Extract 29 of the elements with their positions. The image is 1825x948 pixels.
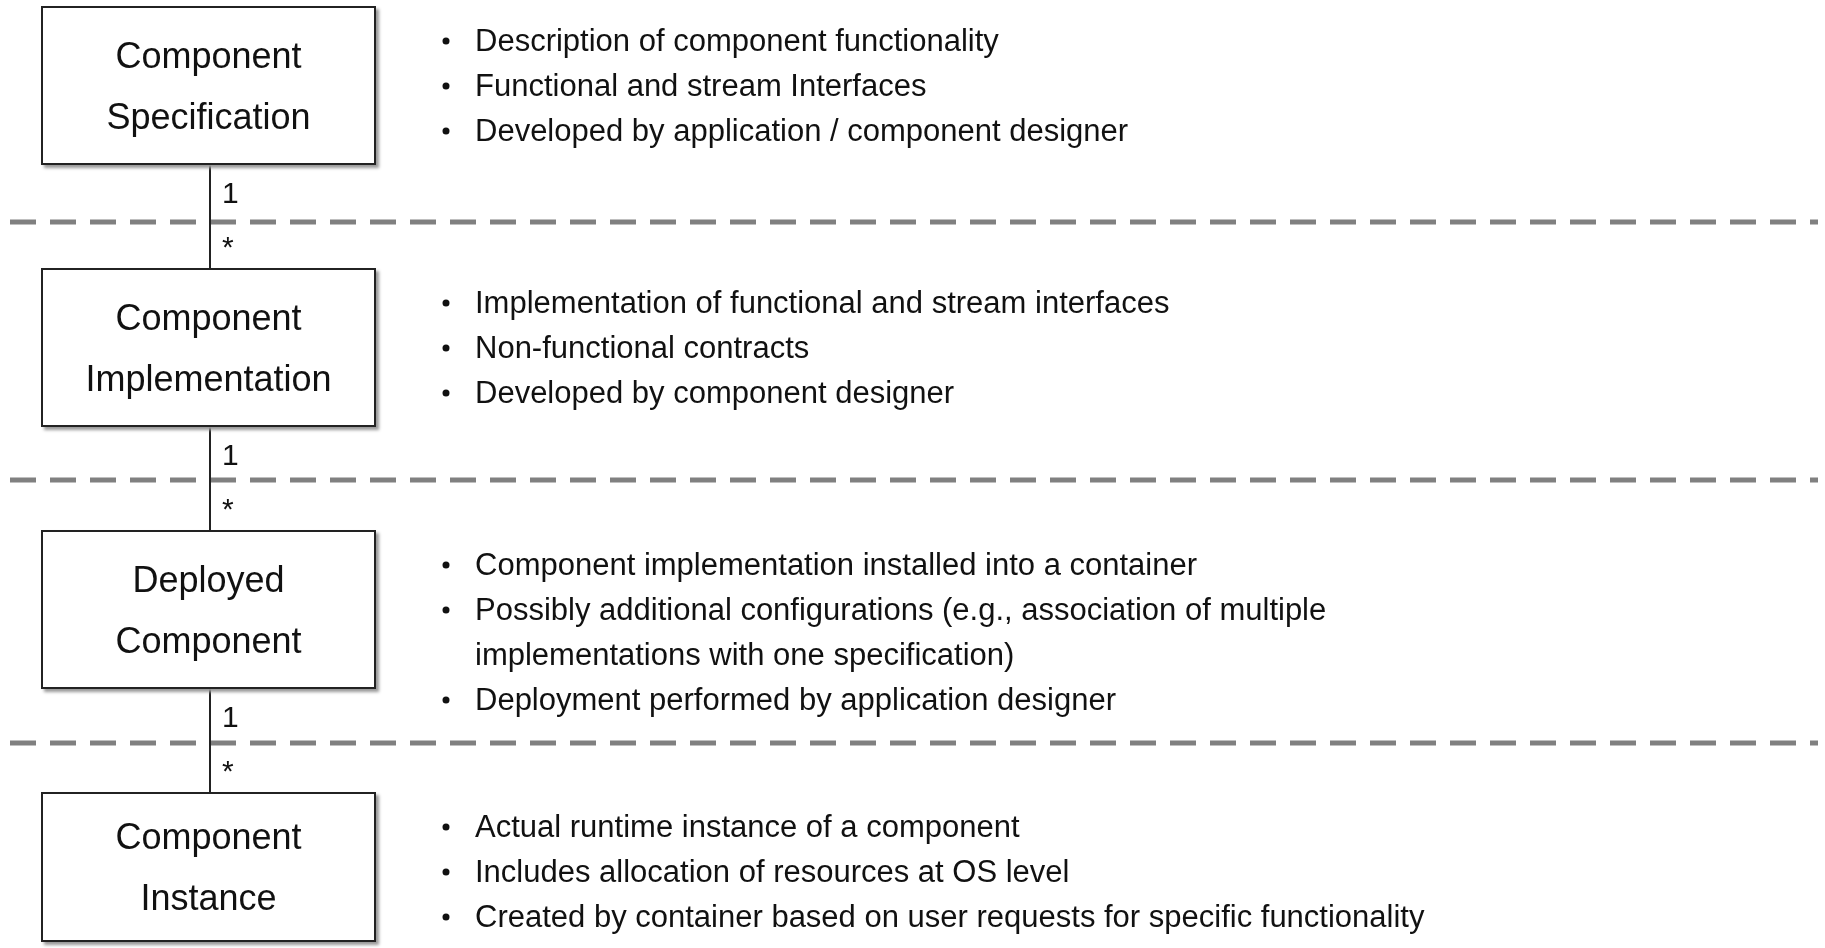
bullet-text: Functional and stream Interfaces — [442, 63, 1502, 108]
component-box — [41, 530, 376, 689]
bullet-text: Implementation of functional and stream interfaces — [442, 280, 1502, 325]
bullet-text: Deployment performed by application designer — [442, 677, 1502, 722]
bullet-text: Actual runtime instance of a component — [442, 804, 1502, 849]
bullet-text: Includes allocation of resources at OS level — [442, 849, 1502, 894]
bullet-text: Created by container based on user requests for specific functionality — [442, 894, 1502, 939]
component-box — [41, 6, 376, 165]
bullet-text: Description of component functionality — [442, 18, 1502, 63]
association-line — [209, 426, 211, 531]
association-line — [209, 164, 211, 269]
multiplicity-label: 1 — [222, 176, 239, 210]
box-title: Component Implementation — [84, 295, 333, 401]
box-title: Component Specification — [105, 33, 312, 139]
box-title: Component Instance — [114, 815, 303, 920]
multiplicity-label: * — [222, 754, 234, 788]
bullet-text: Component implementation installed into a container — [442, 542, 1502, 587]
component-box — [41, 792, 376, 942]
bullet-text: Developed by component designer — [442, 370, 1502, 415]
bullet-text: Possibly additional configurations (e.g., association of multiple implementations with one specification) — [442, 587, 1502, 677]
association-line — [209, 688, 211, 793]
box-title: Deployed Component — [114, 557, 303, 663]
multiplicity-label: 1 — [222, 438, 239, 472]
multiplicity-label: * — [222, 230, 234, 264]
bullet-text: Developed by application / component designer — [442, 108, 1502, 153]
bullet-text: Non-functional contracts — [442, 325, 1502, 370]
multiplicity-label: 1 — [222, 700, 239, 734]
multiplicity-label: * — [222, 492, 234, 526]
component-box — [41, 268, 376, 427]
